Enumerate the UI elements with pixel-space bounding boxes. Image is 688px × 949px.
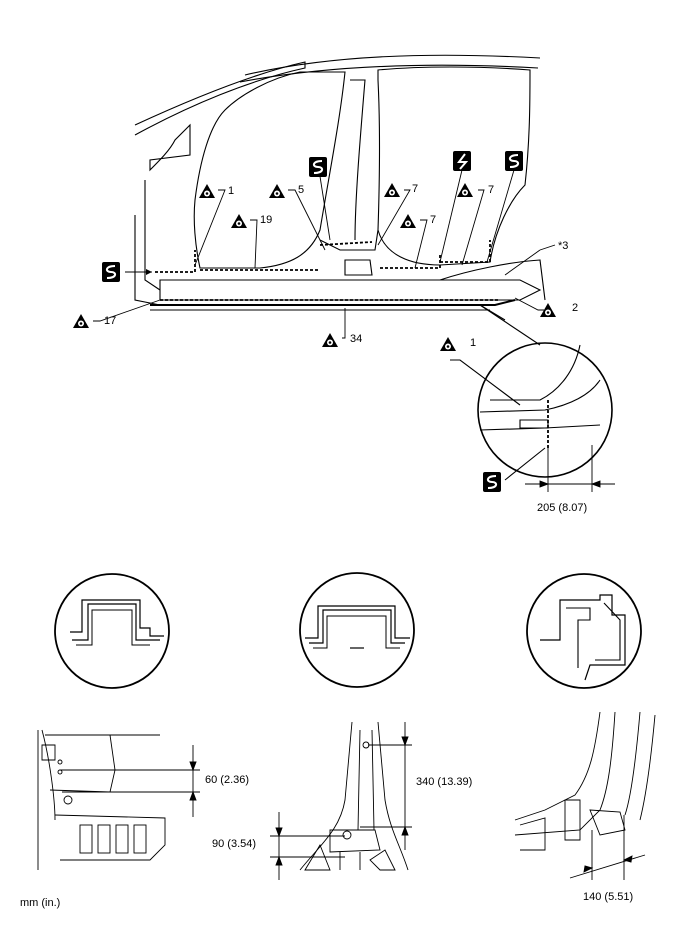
callout-2: 2: [572, 302, 579, 314]
dimension-90: 90 (3.54): [212, 838, 257, 850]
callout-1-detail: 1: [470, 337, 477, 349]
callout-3: *3: [558, 240, 569, 252]
weld-symbol-icon: [440, 337, 456, 351]
weld-symbol-icon: [457, 183, 473, 197]
callout-19: 19: [260, 214, 273, 226]
callout-1: 1: [228, 185, 235, 197]
weld-symbol-icon: [73, 314, 89, 328]
weld-symbol-icon: [269, 184, 285, 198]
weld-symbol-icon: [231, 214, 247, 228]
dimension-340: 340 (13.39): [416, 776, 473, 788]
weld-symbol-icon: [400, 214, 416, 228]
dimension-60: 60 (2.36): [205, 774, 250, 786]
units-note: mm (in.): [20, 897, 61, 909]
dimension-140: 140 (5.51): [583, 891, 634, 903]
weld-symbol-icon: [199, 184, 215, 198]
weld-symbol-icon: [384, 183, 400, 197]
zigzag-cut-icon: [453, 151, 471, 171]
dimension-205: 205 (8.07): [537, 502, 588, 514]
s-cut-icon: [102, 262, 120, 282]
s-cut-icon: [505, 151, 523, 171]
callout-34: 34: [350, 333, 363, 345]
callout-17: 17: [104, 315, 117, 327]
callout-7: 7: [412, 183, 419, 195]
s-cut-icon: [483, 472, 501, 492]
callout-5: 5: [298, 184, 305, 196]
callout-7: 7: [488, 184, 495, 196]
callout-7: 7: [430, 214, 437, 226]
weld-symbol-icon: [322, 333, 338, 347]
s-cut-icon: [309, 157, 327, 177]
